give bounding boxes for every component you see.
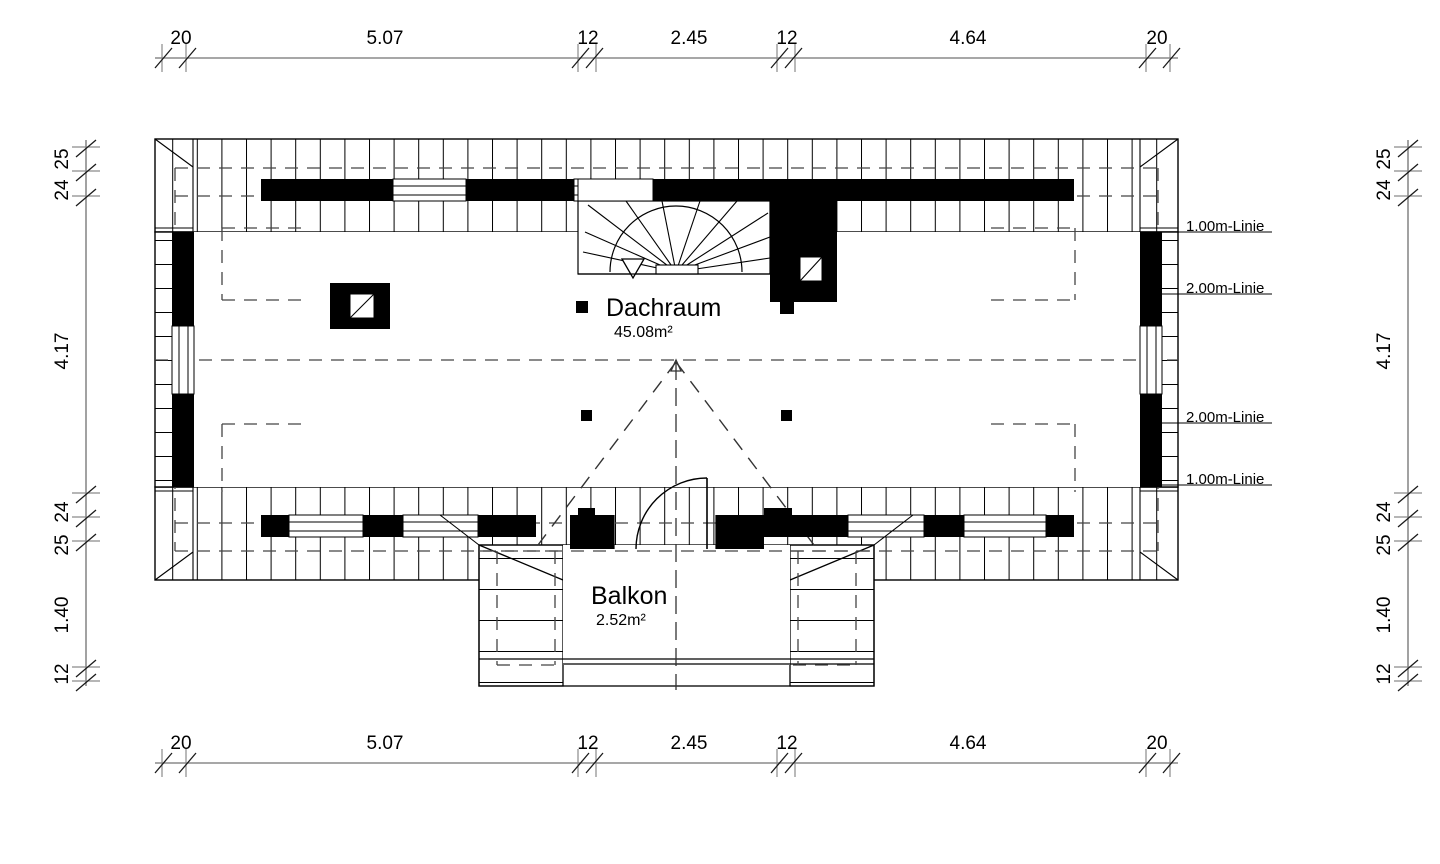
dimension-chain-top: 20 5.07 12 2.45 12 4.64 20 <box>154 28 1181 72</box>
stair-landing <box>655 264 699 275</box>
stair-direction-arrow-icon <box>620 258 646 280</box>
post-left-lower <box>581 508 592 519</box>
wall-bottom-2 <box>363 515 403 537</box>
window-bottom-3 <box>847 514 925 538</box>
dim-top-seg-5: 4.64 <box>950 28 987 49</box>
dim-left-seg-0: 25 <box>52 148 73 169</box>
dim-left-seg-4: 25 <box>52 534 73 555</box>
walls <box>172 179 1162 549</box>
dimension-chain-right: 25 24 4.17 24 25 1.40 12 <box>1374 139 1422 692</box>
staircase <box>577 178 771 280</box>
dim-top-seg-3: 2.45 <box>671 28 708 49</box>
dim-bottom-seg-3: 2.45 <box>671 733 708 754</box>
post-right-upper <box>781 410 792 421</box>
window-bottom-4 <box>963 514 1047 538</box>
dim-left-seg-2: 4.17 <box>52 333 73 370</box>
wall-left-lower <box>172 394 194 487</box>
eave-detail-lines <box>154 138 1179 581</box>
window-right <box>1139 325 1163 395</box>
dim-top-seg-2: 12 <box>577 28 598 49</box>
stair-arc <box>609 205 743 273</box>
balkon-name: Balkon <box>591 582 667 610</box>
center-axis-arrow <box>669 358 683 372</box>
dimension-chain-bottom: 20 5.07 12 2.45 12 4.64 20 <box>154 733 1181 777</box>
wall-top-3 <box>653 179 1074 201</box>
dim-left-seg-3: 24 <box>52 501 73 523</box>
wall-bottom-4 <box>570 515 614 549</box>
post-left-upper <box>581 410 592 421</box>
note-label-3: 1.00m-Linie <box>1186 471 1264 488</box>
dim-right-seg-6: 12 <box>1374 663 1395 684</box>
note-200-bottom: 2.00m-Linie <box>1162 409 1272 426</box>
balcony-conn-right <box>873 514 914 546</box>
wall-bottom-nib-r <box>764 508 782 518</box>
window-left <box>171 325 195 395</box>
hip-corner-tr <box>1139 138 1179 168</box>
window-bottom-2 <box>402 514 479 538</box>
wall-top-1 <box>261 179 393 201</box>
chimney-stair-diag <box>799 256 823 282</box>
dim-bottom-seg-6: 20 <box>1146 733 1167 754</box>
dim-right-seg-4: 25 <box>1374 534 1395 555</box>
dim-top-seg-1: 5.07 <box>367 28 404 49</box>
chimney-left-diag <box>349 293 375 319</box>
balcony-door-swing <box>635 477 708 550</box>
room-label-balkon: Balkon 2.52m² <box>591 582 667 629</box>
note-200-top: 2.00m-Linie <box>1162 280 1272 297</box>
dim-bottom-seg-4: 12 <box>776 733 797 754</box>
wall-stair-shaft <box>770 179 837 302</box>
note-100-bottom: 1.00m-Linie <box>1162 471 1272 488</box>
wall-stair-nib <box>780 302 794 314</box>
dachraum-area: 45.08m² <box>614 324 673 341</box>
wall-bottom-6 <box>764 515 848 537</box>
chimney-flues <box>349 256 823 319</box>
dim-bottom-seg-2: 12 <box>577 733 598 754</box>
hip-corner-br <box>1139 551 1179 581</box>
wall-bottom-3 <box>478 515 536 537</box>
annotation-notes: 1.00m-Linie 2.00m-Linie 2.00m-Linie 1.00… <box>1162 218 1272 488</box>
wall-right-upper <box>1140 232 1162 326</box>
dim-top-seg-6: 20 <box>1146 28 1167 49</box>
dim-bottom-seg-1: 5.07 <box>367 733 404 754</box>
balcony-door <box>613 477 717 550</box>
hip-corner-tl <box>154 138 194 168</box>
dim-left-seg-5: 1.40 <box>52 597 73 634</box>
balkon-area: 2.52m² <box>596 612 646 629</box>
hip-corner-bl <box>154 551 194 581</box>
wall-left-upper <box>172 232 194 326</box>
wall-bottom-7 <box>924 515 964 537</box>
roof-posts <box>581 410 792 519</box>
wall-top-2 <box>466 179 574 201</box>
dim-right-seg-5: 1.40 <box>1374 597 1395 634</box>
note-label-1: 2.00m-Linie <box>1186 280 1264 297</box>
dim-bottom-seg-5: 4.64 <box>950 733 987 754</box>
wall-bottom-5 <box>716 515 764 549</box>
window-bottom-1 <box>288 514 364 538</box>
post-right-lower <box>781 508 792 519</box>
dim-left-seg-6: 12 <box>52 663 73 684</box>
wall-bottom-1 <box>261 515 289 537</box>
dim-left-seg-1: 24 <box>52 179 73 201</box>
note-label-2: 2.00m-Linie <box>1186 409 1264 426</box>
stair-top-opening <box>577 178 654 202</box>
dim-right-seg-0: 25 <box>1374 148 1395 169</box>
wall-bottom-8 <box>1046 515 1074 537</box>
window-top-1 <box>392 178 467 202</box>
dachraum-name: Dachraum <box>606 294 721 322</box>
dim-top-seg-0: 20 <box>170 28 191 49</box>
dim-right-seg-3: 24 <box>1374 501 1395 523</box>
note-100-top: 1.00m-Linie <box>1162 218 1272 235</box>
dimension-chain-left: 25 24 4.17 24 25 1.40 12 <box>52 139 100 692</box>
dim-right-seg-1: 24 <box>1374 179 1395 201</box>
dim-bottom-seg-0: 20 <box>170 733 191 754</box>
dim-right-seg-2: 4.17 <box>1374 333 1395 370</box>
room-label-dachraum: Dachraum 45.08m² <box>576 294 721 341</box>
dim-top-seg-4: 12 <box>776 28 797 49</box>
wall-right-lower <box>1140 394 1162 487</box>
note-label-0: 1.00m-Linie <box>1186 218 1264 235</box>
dachraum-marker-icon <box>576 301 588 313</box>
balcony-roof-wings <box>478 544 875 687</box>
balcony-conn-left <box>439 514 480 546</box>
